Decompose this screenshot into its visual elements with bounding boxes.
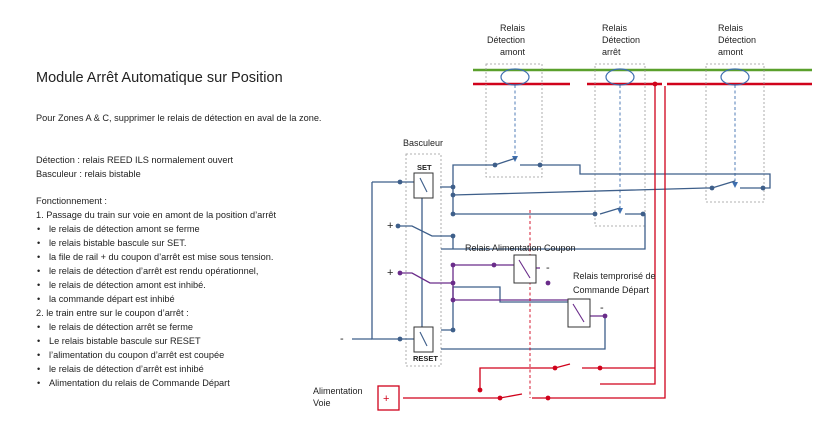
minus-sign-temporise: -: [600, 302, 604, 314]
list-item: la commande départ est inhibé: [36, 292, 276, 306]
relay-amont-right-label-3: amont: [718, 47, 744, 57]
list-item: Le relais bistable bascule sur RESET: [36, 334, 276, 348]
relais-temporise-label-2: Commande Départ: [573, 285, 650, 295]
relay-amont-right-label-1: Relais: [718, 23, 744, 33]
reed-sensor-amont-right: [720, 68, 750, 86]
junction-dots-purple: [397, 262, 608, 319]
minus-sign-left: -: [340, 333, 344, 345]
step-1-list: le relais de détection amont se ferme le…: [36, 222, 276, 306]
junction-dots-blue: [395, 162, 766, 342]
list-item: le relais de détection amont est inhibé.: [36, 278, 276, 292]
relay-labels: Relais Détection amont Relais Détection …: [487, 23, 756, 57]
supply-signs: + + - - -: [340, 220, 604, 345]
fonctionnement-heading: Fonctionnement :: [36, 196, 107, 206]
alimentation-voie-label-1: Alimentation: [313, 386, 363, 396]
definitions: Détection : relais REED ILS normalement …: [36, 153, 233, 181]
step-2-title: 2. le train entre sur le coupon d’arrêt …: [36, 308, 189, 318]
list-item: le relais de détection d’arrêt est inhib…: [36, 362, 276, 376]
relay-arret-label-3: arrêt: [602, 47, 621, 57]
rail-feed-wiring: [403, 84, 666, 399]
alimentation-voie-box: [377, 385, 400, 411]
relay-amont-left-housing: [485, 63, 543, 178]
reed-sensor-amont-left: [500, 68, 530, 86]
relay-arret-label-2: Détection: [602, 35, 640, 45]
relais-alim-coupon: Relais Alimentation Coupon: [465, 243, 576, 284]
intro-text: Pour Zones A & C, supprimer le relais de…: [36, 113, 322, 123]
track-rails: [473, 68, 812, 86]
definition-detection: Détection : relais REED ILS normalement …: [36, 155, 234, 165]
relay-arret-label-1: Relais: [602, 23, 628, 33]
minus-sign-coupon: -: [546, 262, 550, 274]
list-item: la file de rail + du coupon d’arrêt est …: [36, 250, 276, 264]
list-item: le relais de détection amont se ferme: [36, 222, 276, 236]
relay-amont-left-label-2: Détection: [487, 35, 525, 45]
junction-dots-red: [477, 81, 658, 401]
relay-amont-left-label-1: Relais: [500, 23, 526, 33]
relais-temporise-label-1: Relais temprorisé de: [573, 271, 656, 281]
reed-sensor-arret: [605, 68, 635, 86]
basculeur-label: Basculeur: [403, 138, 443, 148]
relais-temporise: Relais temprorisé de Commande Départ: [567, 271, 656, 328]
alimentation-voie-label-2: Voie: [313, 398, 331, 408]
relay-amont-right-housing: [705, 63, 765, 203]
reset-label: RESET: [413, 354, 438, 363]
list-item: l’alimentation du coupon d’arrêt est cou…: [36, 348, 276, 362]
basculeur-housing: [405, 153, 442, 367]
relais-alim-coupon-label: Relais Alimentation Coupon: [465, 243, 576, 253]
basculeur-relay: Basculeur SET RESET: [403, 138, 443, 363]
step-2-list: le relais de détection arrêt se ferme Le…: [36, 320, 276, 390]
definition-basculeur: Basculeur : relais bistable: [36, 169, 141, 179]
relay-amont-left-label-3: amont: [500, 47, 526, 57]
plus-sign-purple: +: [387, 267, 393, 279]
fonctionnement-section: Fonctionnement : 1. Passage du train sur…: [36, 194, 276, 390]
list-item: le relais bistable bascule sur SET.: [36, 236, 276, 250]
list-item: Alimentation du relais de Commande Dépar…: [36, 376, 276, 390]
list-item: le relais de détection d’arrêt est rendu…: [36, 264, 276, 278]
relay-arret-housing: [594, 63, 646, 227]
relay-amont-right-label-2: Détection: [718, 35, 756, 45]
set-label: SET: [417, 163, 432, 172]
alimentation-voie: + Alimentation Voie: [313, 385, 400, 411]
step-1-title: 1. Passage du train sur voie en amont de…: [36, 210, 277, 220]
page-title: Module Arrêt Automatique sur Position: [36, 70, 283, 86]
plus-sign-blue: +: [387, 220, 393, 232]
list-item: le relais de détection arrêt se ferme: [36, 320, 276, 334]
relay-housings: [405, 63, 765, 367]
reed-sensors: [500, 68, 750, 214]
alimentation-voie-plus: +: [383, 393, 389, 405]
